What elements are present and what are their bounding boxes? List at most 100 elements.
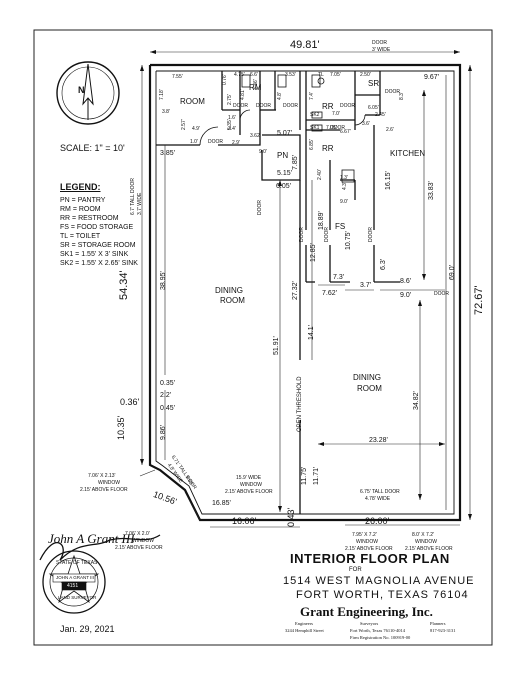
dim-label: 33.83' bbox=[428, 181, 435, 200]
room-label-rr: RR bbox=[322, 102, 334, 111]
legend-item: RR = RESTROOM bbox=[60, 215, 119, 222]
window-note: 2.15' ABOVE FLOOR bbox=[115, 545, 163, 551]
room-label-dining: DINING bbox=[215, 286, 243, 295]
open-threshold-label: OPEN THRESHOLD bbox=[297, 376, 303, 432]
interior-walls bbox=[156, 71, 400, 514]
toilet-label: TL bbox=[318, 72, 324, 78]
dim-label: 16.85' bbox=[212, 500, 231, 507]
dim-label: 23.28' bbox=[369, 437, 388, 444]
address-line-2: FORT WORTH, TEXAS 76104 bbox=[296, 589, 469, 601]
dimension-arrowheads bbox=[140, 50, 472, 520]
dim-label: 3.36' bbox=[253, 79, 259, 90]
dim-label: 69.0' bbox=[449, 265, 456, 280]
dim-label: 14.1' bbox=[308, 325, 315, 340]
north-arrow bbox=[56, 61, 120, 125]
door-label: DOOR bbox=[233, 103, 248, 109]
window-note: WINDOW bbox=[240, 482, 262, 488]
exterior-walls bbox=[148, 63, 462, 522]
dim-label: 3.7' bbox=[360, 282, 372, 289]
room-label-sr: SR bbox=[368, 79, 380, 88]
dim-label: 3.62' bbox=[250, 133, 261, 139]
room-label-rm: RM bbox=[249, 83, 262, 92]
door-label: DOOR bbox=[256, 103, 271, 109]
sink-fixture bbox=[311, 111, 323, 119]
dim-label: 7.0' bbox=[332, 111, 340, 117]
toilet-fixture bbox=[317, 77, 325, 85]
door-label: DOOR bbox=[283, 103, 298, 109]
dim-label: 0.36' bbox=[120, 397, 140, 407]
sink-label: SK2 bbox=[310, 112, 320, 118]
toilet-fixture bbox=[277, 74, 287, 88]
dim-label: 4.9' bbox=[192, 126, 200, 132]
dim-label: 5.35' bbox=[227, 119, 233, 130]
dim-label: 9.86' bbox=[160, 425, 167, 440]
dim-label: 4.81' bbox=[240, 89, 246, 100]
door-label: DOOR bbox=[299, 227, 305, 242]
door-swing bbox=[354, 114, 366, 126]
door-label: DOOR bbox=[434, 291, 449, 297]
window-note: 2.15' ABOVE FLOOR bbox=[225, 489, 273, 495]
legend-item: FS = FOOD STORAGE bbox=[60, 224, 134, 231]
dim-label: 7.85' bbox=[292, 155, 299, 170]
dim-label: 0.45' bbox=[160, 405, 175, 412]
room-label-room: ROOM bbox=[180, 97, 205, 106]
dim-label: 4.8' bbox=[277, 92, 283, 100]
legend-item: SK2 = 1.55' X 2.65' SINK bbox=[60, 260, 138, 267]
dim-label: 2.57' bbox=[181, 119, 187, 130]
dim-label: 34.82' bbox=[413, 391, 420, 410]
dim-label: 10.35' bbox=[116, 415, 126, 440]
footer-street: 3244 Hemphill Street bbox=[285, 628, 324, 633]
door-swing bbox=[239, 109, 251, 121]
dim-label: 2.50' bbox=[360, 72, 371, 78]
door-note: 3.7' WIDE bbox=[137, 192, 143, 215]
legend-title: LEGEND: bbox=[60, 182, 101, 192]
dim-label: 9.0' bbox=[340, 199, 348, 205]
window-note: 8.0' X 7.2' bbox=[412, 532, 434, 538]
dim-label: 9.0' bbox=[259, 149, 267, 155]
dim-label: 7.55' bbox=[172, 74, 183, 80]
window-note: 7.95' X 7.2' bbox=[352, 532, 377, 538]
dim-label: 0.43' bbox=[286, 507, 296, 527]
footer-city: Fort Worth, Texas 76110-4014 bbox=[350, 628, 405, 633]
room-label-dining: ROOM bbox=[220, 296, 245, 305]
sink-label: SK1 bbox=[310, 125, 320, 131]
dim-label: 6.3' bbox=[380, 258, 387, 270]
window-note: WINDOW bbox=[132, 538, 154, 544]
legend-item: RM = ROOM bbox=[60, 206, 101, 213]
door-swing bbox=[199, 126, 219, 146]
dimension-lines bbox=[139, 51, 471, 528]
window-note: 2.15' ABOVE FLOOR bbox=[405, 546, 453, 552]
signature: John A Grant III bbox=[48, 531, 135, 546]
dim-label: 7.05' bbox=[330, 72, 341, 78]
door-note: 4.78' WIDE bbox=[365, 496, 391, 502]
room-label-dining: ROOM bbox=[357, 384, 382, 393]
dim-label: 6.85' bbox=[309, 139, 315, 150]
window-note: WINDOW bbox=[415, 539, 437, 545]
dim-label: 16.06' bbox=[232, 516, 257, 526]
seal-name: JOHN A GRANT III bbox=[56, 575, 94, 580]
dim-label: 0.35' bbox=[160, 380, 175, 387]
address-line-1: 1514 WEST MAGNOLIA AVENUE bbox=[283, 575, 475, 587]
dim-label: 7.4' bbox=[309, 92, 315, 100]
dim-label: 9.67' bbox=[424, 74, 439, 81]
dim-label: 38.95' bbox=[160, 271, 167, 290]
toilet-fixture bbox=[311, 74, 321, 88]
surveyor-seal bbox=[42, 550, 106, 614]
dim-label: 10.75' bbox=[345, 231, 352, 250]
room-label-kitchen: KITCHEN bbox=[390, 149, 426, 158]
dim-label: 3.85' bbox=[160, 150, 175, 157]
door-label: DOOR bbox=[340, 103, 355, 109]
footer-surveyors: Surveyors bbox=[360, 621, 379, 626]
dim-label: 3.53' bbox=[285, 72, 296, 78]
dim-label: 11.71' bbox=[313, 466, 320, 485]
window-note: 7.06' X 2.13' bbox=[88, 473, 116, 479]
dim-label: 1.0' bbox=[190, 139, 198, 145]
room-label-fs: FS bbox=[335, 222, 346, 231]
toilet-fixture bbox=[241, 74, 251, 88]
legend-item: PN = PANTRY bbox=[60, 197, 106, 204]
dim-label: 6.05' bbox=[276, 183, 291, 190]
signature-stroke bbox=[39, 534, 161, 561]
room-label-dining: DINING bbox=[353, 373, 381, 382]
dim-label: 5.07' bbox=[277, 130, 292, 137]
